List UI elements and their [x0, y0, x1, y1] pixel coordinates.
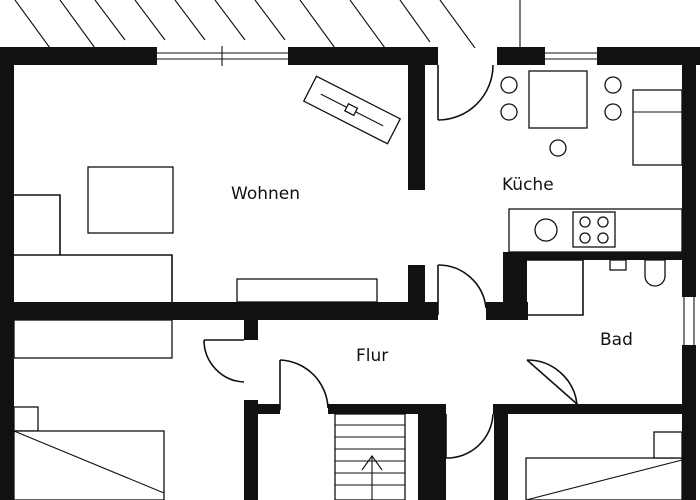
- staircase: [334, 413, 406, 500]
- room-label-hall: Flur: [356, 346, 388, 366]
- doors: [203, 64, 578, 459]
- walls: [0, 47, 700, 500]
- bedroom-furniture: [13, 319, 683, 500]
- bath-fixtures: [527, 259, 666, 316]
- room-label-kitchen: Küche: [502, 175, 554, 195]
- windows: [157, 46, 695, 345]
- kitchen-furniture: [500, 70, 683, 253]
- room-label-living: Wohnen: [231, 184, 300, 204]
- room-label-bath: Bad: [600, 330, 633, 350]
- terrace-hatching: [14, 0, 521, 49]
- living-furniture: [14, 75, 402, 303]
